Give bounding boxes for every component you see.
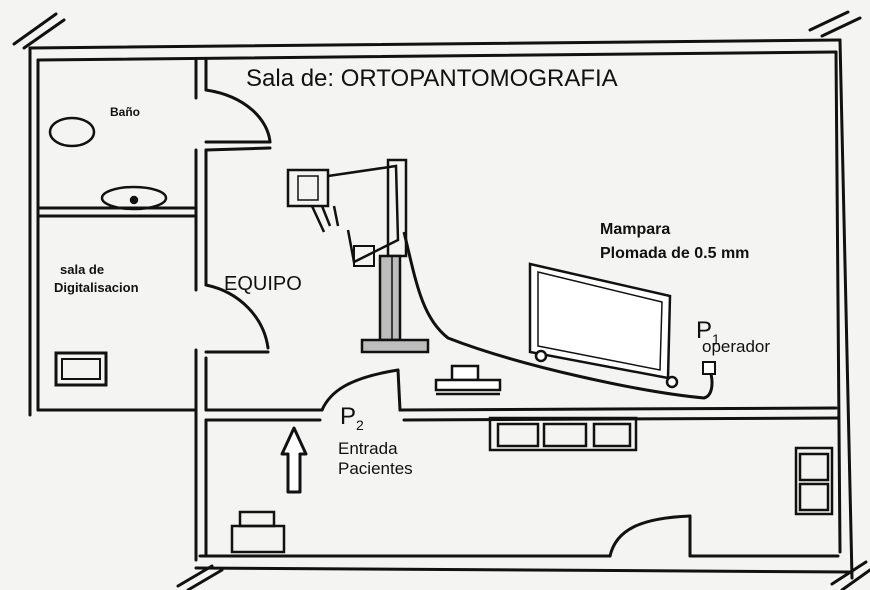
label-digital-line2: Digitalisacion [54,280,139,295]
label-entrada-line2: Pacientes [338,459,413,478]
label-digital-line1: sala de [60,262,104,277]
exterior-walls [28,38,854,580]
label-bano: Baño [110,105,140,119]
label-p2: P2 [340,403,364,433]
lead-screen [528,262,679,389]
label-equipo: EQUIPO [224,273,302,295]
wall-digital [36,283,270,562]
wall-bano [194,58,272,292]
door-lower-right [608,514,840,558]
xray-unit [286,158,430,354]
label-entrada-line1: Entrada [338,439,398,458]
break-mark-top-right [808,10,862,38]
sink-fixture [48,116,96,148]
label-mampara-line1: Mampara [600,221,670,238]
corridor-cabinet [488,416,638,452]
wall-partition-bano-digital [36,206,198,218]
small-table [230,510,286,554]
exposure-switch [702,361,716,375]
label-mampara-line2: Plomada de 0.5 mm [600,245,749,262]
room-title: Sala de: ORTOPANTOMOGRAFIA [246,65,618,92]
label-p1: P1 [696,317,720,347]
digitalisation-workstation [54,351,108,387]
patient-stool [434,364,502,396]
break-mark-top-left [12,12,66,50]
side-cabinet [794,446,834,516]
toilet-fixture [100,185,168,211]
label-p1-role: operador [702,337,770,356]
exposure-cable [402,231,714,400]
entrance-arrow [280,426,308,494]
